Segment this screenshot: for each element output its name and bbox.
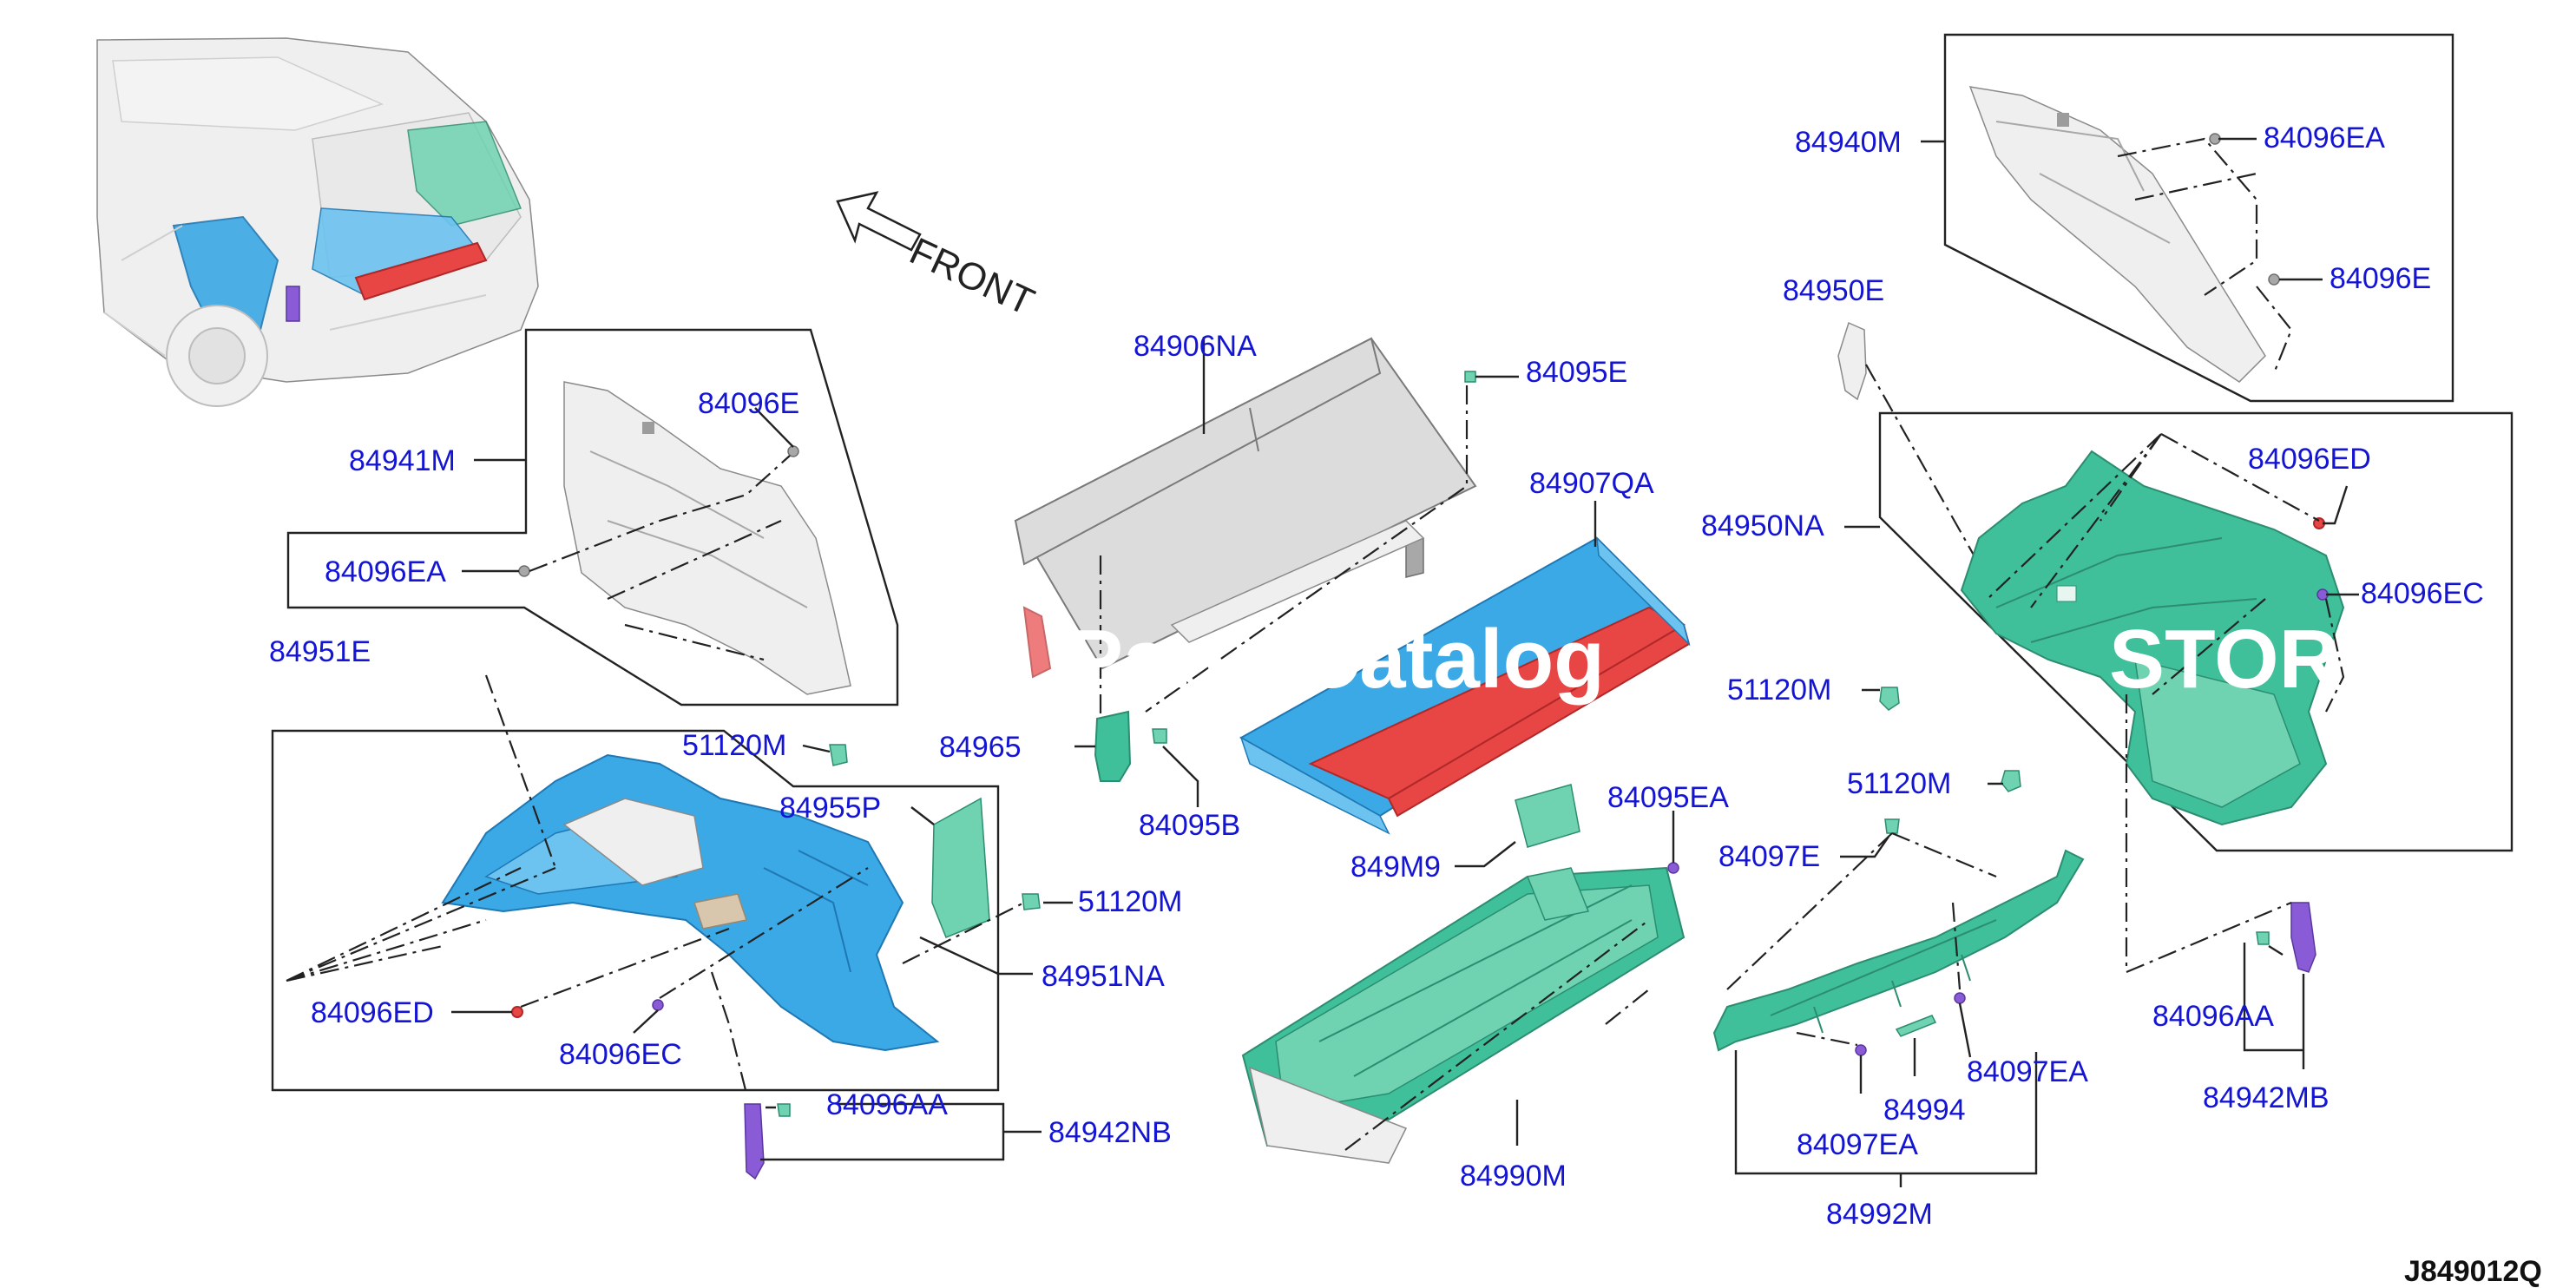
- callout-labels: 84906NA 84095E 84907QA 84940M 84096EA 84…: [269, 122, 2484, 1231]
- callout-84096ED-r[interactable]: 84096ED: [2248, 443, 2371, 476]
- callout-84965[interactable]: 84965: [939, 731, 1022, 764]
- callout-84096EC-r[interactable]: 84096EC: [2361, 577, 2484, 610]
- clip-84096EA-l-icon: [518, 565, 530, 577]
- panel-84941M: [563, 381, 851, 695]
- part-84994-icon: [1895, 1015, 1937, 1037]
- clip-84096AA-r-icon: [2256, 931, 2270, 945]
- clip-51120M-l1-icon: [829, 744, 848, 766]
- part-84942NB: [744, 1103, 765, 1180]
- callout-84096AA-r[interactable]: 84096AA: [2152, 1000, 2274, 1033]
- callout-84096E-tr[interactable]: 84096E: [2330, 262, 2431, 295]
- part-84955P: [931, 797, 990, 938]
- callout-84096ED-l[interactable]: 84096ED: [311, 996, 434, 1029]
- diagram-code: J849012Q: [2404, 1255, 2542, 1288]
- clip-84096AA-l-icon: [777, 1103, 791, 1117]
- clip-84096ED-l-icon: [511, 1006, 523, 1018]
- callout-84942NB[interactable]: 84942NB: [1048, 1116, 1172, 1149]
- clip-84097EA-1-icon: [1954, 992, 1966, 1004]
- box-84940M: [1943, 33, 2454, 403]
- callout-84096E-l[interactable]: 84096E: [698, 387, 799, 420]
- callout-84096AA-l[interactable]: 84096AA: [826, 1088, 948, 1121]
- clip-84096EC-l-icon: [652, 999, 664, 1011]
- callout-51120M-r2[interactable]: 51120M: [1847, 767, 1951, 800]
- clip-84097EA-2-icon: [1855, 1044, 1867, 1056]
- callout-849M9[interactable]: 849M9: [1350, 851, 1441, 884]
- panel-84951NA: [441, 753, 940, 1052]
- box-84950NA: [1878, 411, 2514, 852]
- callout-51120M-l1[interactable]: 51120M: [682, 729, 786, 762]
- callout-84940M[interactable]: 84940M: [1795, 126, 1902, 159]
- callout-84095E[interactable]: 84095E: [1526, 356, 1627, 389]
- watermark-tail: STORE: [2109, 613, 2395, 706]
- callout-84907QA[interactable]: 84907QA: [1529, 467, 1654, 500]
- part-84992M: [1712, 849, 2085, 1052]
- callout-84951NA[interactable]: 84951NA: [1042, 960, 1165, 993]
- panel-84950NA: [1960, 450, 2345, 826]
- clip-84097E-icon: [1884, 818, 1900, 834]
- callout-51120M-l2[interactable]: 51120M: [1078, 885, 1182, 918]
- callout-84955P[interactable]: 84955P: [779, 792, 881, 825]
- callout-84906NA[interactable]: 84906NA: [1134, 330, 1257, 363]
- part-84907QA: [1239, 536, 1691, 835]
- callout-51120M-r1[interactable]: 51120M: [1727, 674, 1831, 706]
- callout-84990M[interactable]: 84990M: [1460, 1160, 1567, 1193]
- callout-84097E[interactable]: 84097E: [1718, 840, 1820, 873]
- callout-84095EA[interactable]: 84095EA: [1607, 781, 1729, 814]
- callout-84096EA-tr[interactable]: 84096EA: [2264, 122, 2385, 154]
- clip-84096E-tr-icon: [2268, 273, 2280, 286]
- part-84950E: [1837, 321, 1867, 401]
- clip-84096E-l-icon: [787, 445, 799, 457]
- clip-51120M-r1-icon: [1879, 687, 1900, 711]
- watermark-text: Parts Catalog: [1068, 613, 1605, 706]
- front-label: FRONT: [904, 230, 1041, 324]
- clip-84095EA-icon: [1667, 862, 1679, 874]
- vehicle-overview: [96, 37, 539, 407]
- panel-84940M: [1968, 86, 2266, 383]
- part-849M9: [1515, 784, 1580, 848]
- box-84941M: [286, 328, 899, 706]
- clip-51120M-l2-icon: [1022, 893, 1041, 910]
- part-84965: [1094, 710, 1132, 782]
- part-84990M: [1241, 866, 1686, 1164]
- front-arrow-icon: [836, 191, 922, 252]
- callout-84096EA-l[interactable]: 84096EA: [325, 555, 446, 588]
- callout-84950E[interactable]: 84950E: [1783, 274, 1884, 307]
- callout-84097EA-2[interactable]: 84097EA: [1797, 1128, 1918, 1161]
- callout-84951E-l[interactable]: 84951E: [269, 635, 371, 668]
- box-84951NA: [271, 729, 1000, 1092]
- clip-51120M-r2-icon: [2001, 770, 2021, 792]
- clip-84095B-icon: [1152, 728, 1167, 744]
- callout-84950NA[interactable]: 84950NA: [1701, 509, 1824, 542]
- callout-84096EC-l[interactable]: 84096EC: [559, 1038, 682, 1071]
- callout-84097EA-1[interactable]: 84097EA: [1967, 1055, 2088, 1088]
- clip-84095E-icon: [1464, 371, 1476, 383]
- callout-84941M[interactable]: 84941M: [349, 444, 456, 477]
- callout-84095B[interactable]: 84095B: [1139, 809, 1240, 842]
- part-84906NA: [1014, 337, 1477, 679]
- callout-84992M[interactable]: 84992M: [1826, 1198, 1933, 1231]
- callout-84942MB[interactable]: 84942MB: [2203, 1081, 2330, 1114]
- callout-84994[interactable]: 84994: [1883, 1094, 1966, 1127]
- part-84942MB: [2290, 902, 2316, 973]
